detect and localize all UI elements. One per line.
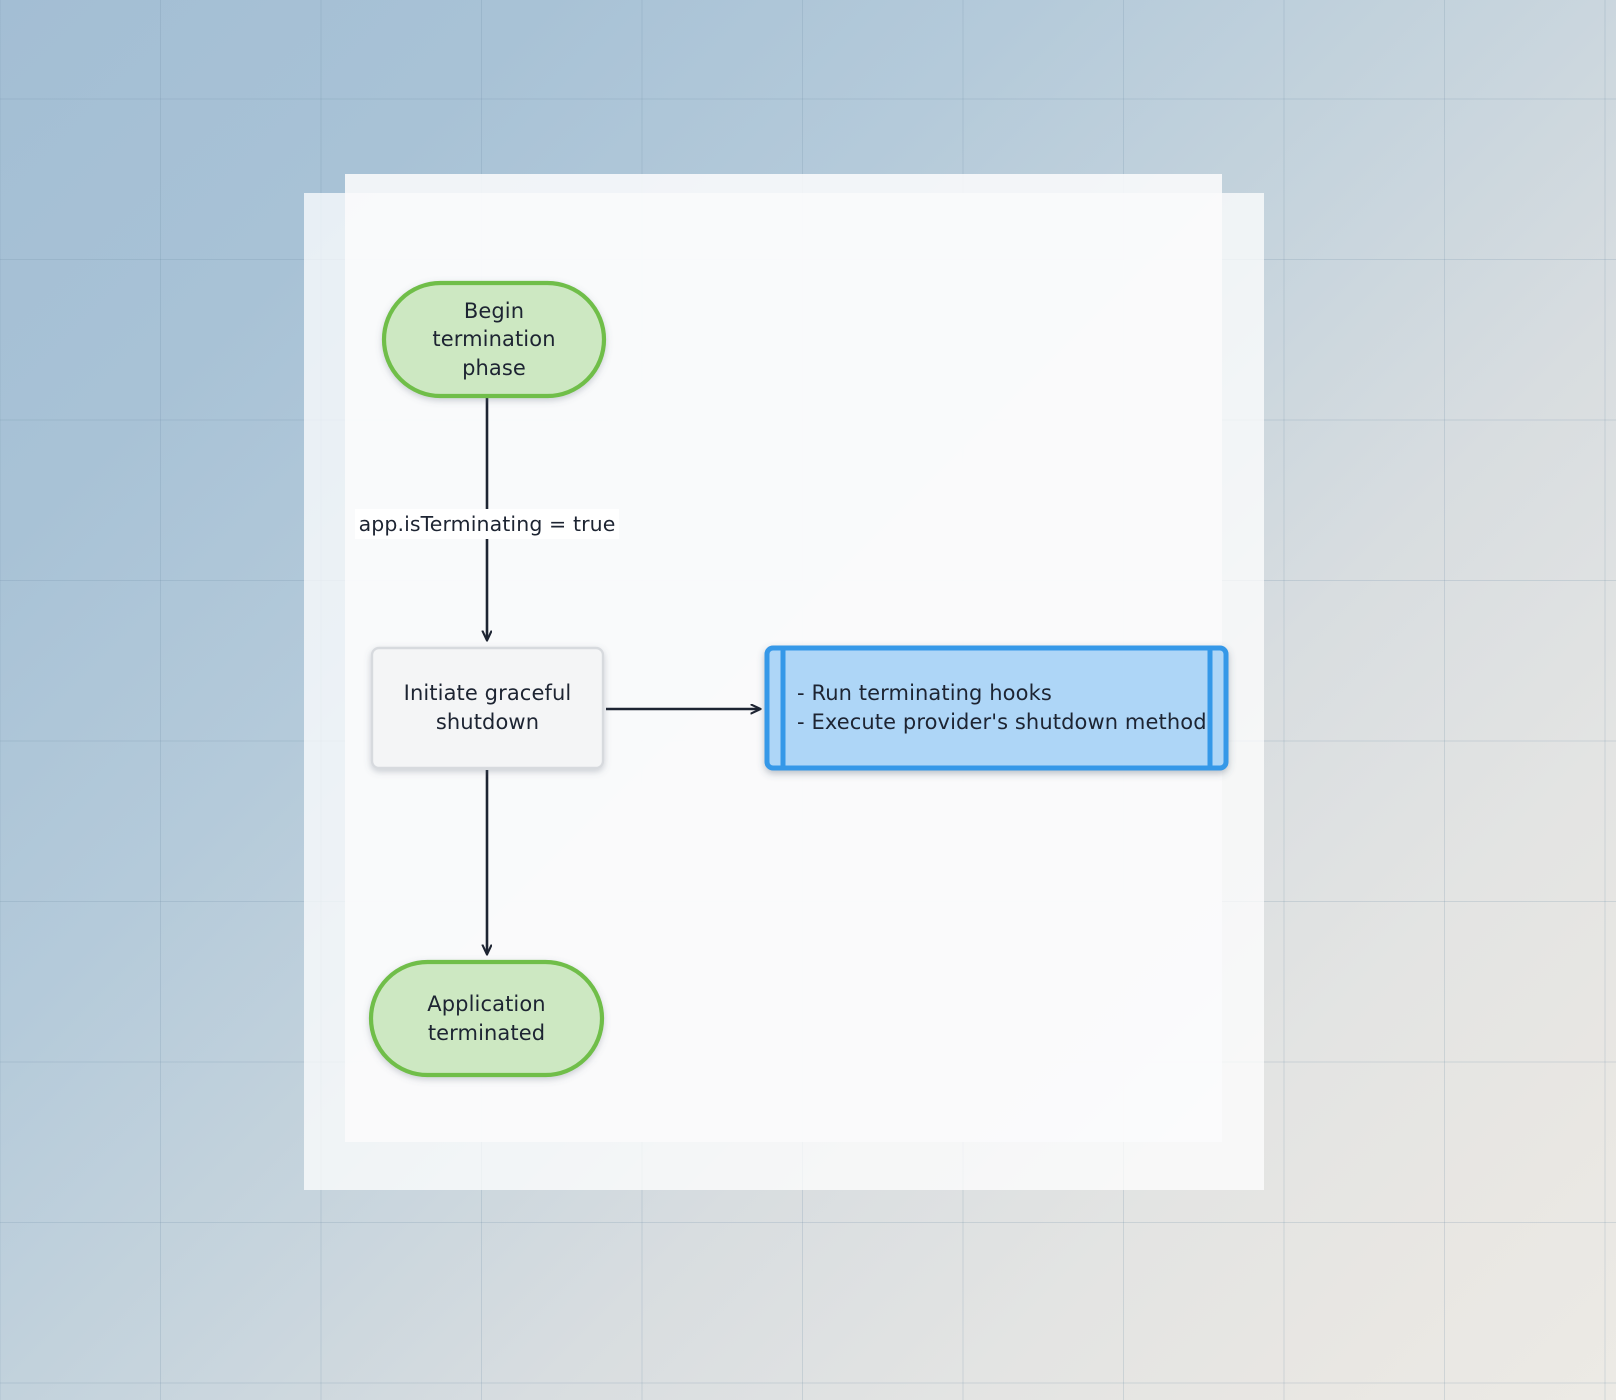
node-begin-termination-phase[interactable] — [381, 280, 607, 399]
edge-label-is-terminating: app.isTerminating = true — [355, 509, 619, 539]
node-application-terminated[interactable] — [368, 959, 605, 1078]
node-initiate-graceful-shutdown[interactable] — [370, 646, 605, 770]
node-shutdown-actions[interactable] — [764, 645, 1229, 771]
